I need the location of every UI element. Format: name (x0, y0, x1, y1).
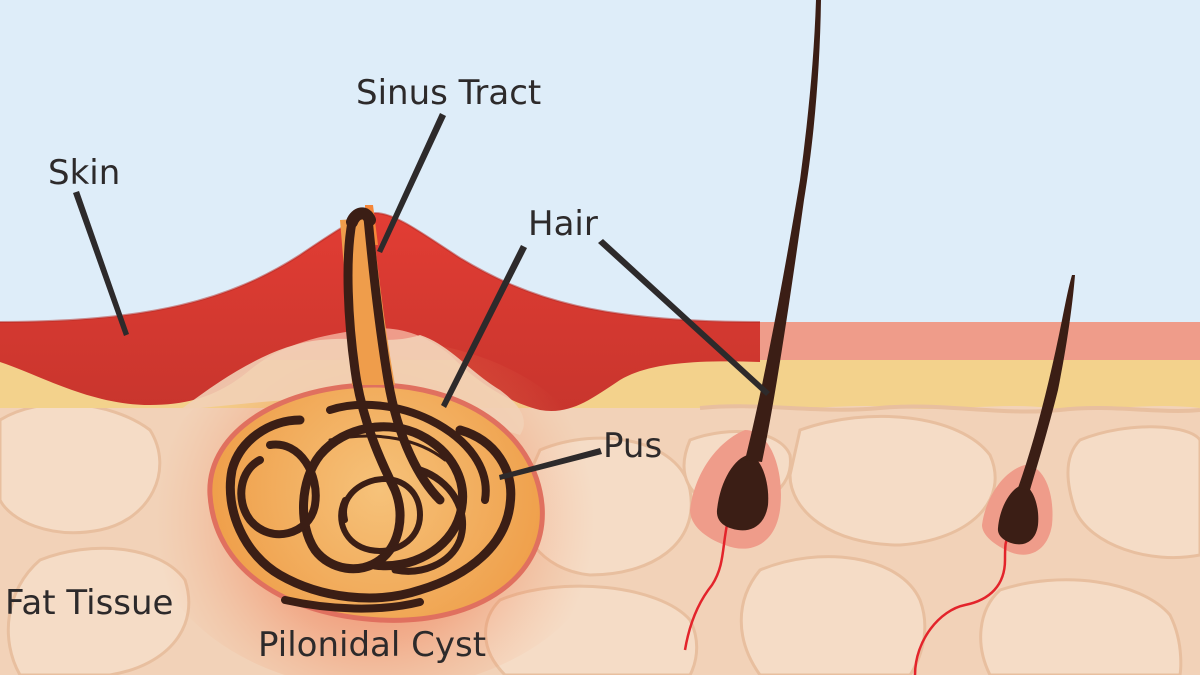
label-hair: Hair (528, 204, 598, 244)
skin-pointer (73, 191, 129, 336)
pus-pointer (499, 448, 602, 480)
hair-pointer-cyst (441, 245, 527, 408)
hair-pointer-follicle (598, 239, 770, 396)
label-fat-tissue: Fat Tissue (5, 583, 173, 623)
dermis-edge (699, 404, 1200, 414)
label-skin: Skin (48, 153, 120, 193)
label-sinus-tract: Sinus Tract (356, 73, 541, 113)
label-pointers (73, 113, 770, 480)
hair-follicle-2 (913, 275, 1075, 675)
sinus-tract-pointer (377, 113, 446, 253)
tangled-hair (225, 207, 516, 613)
pilonidal-cyst-shape (207, 382, 545, 623)
label-pilonidal-cyst: Pilonidal Cyst (258, 625, 486, 665)
hair-follicle-1 (683, 0, 821, 651)
skin-surface-line (0, 211, 761, 323)
hair-shaft-2 (1018, 275, 1075, 490)
label-pus: Pus (603, 426, 662, 466)
